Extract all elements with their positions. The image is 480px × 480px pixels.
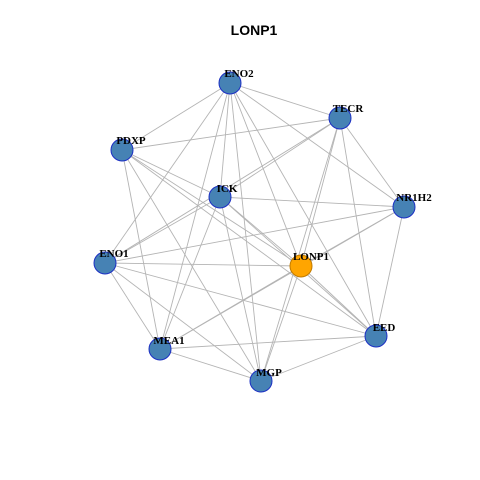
edge-pdxp-lonp1 [121, 149, 302, 267]
node-eno2: ENO2 [218, 68, 254, 95]
edge-tecr-nr1h2 [339, 117, 405, 208]
edge-eno2-eno1 [104, 82, 231, 264]
edge-nr1h2-eed [375, 206, 405, 337]
node-eno1: ENO1 [93, 248, 129, 275]
edge-eno2-eed [229, 82, 377, 337]
edge-pdxp-ick [121, 149, 221, 198]
node-circle [289, 254, 313, 278]
edge-eno2-mea1 [159, 82, 231, 350]
edge-pdxp-mgp [121, 149, 262, 382]
node-label: EED [373, 322, 396, 334]
edge-lonp1-mgp [260, 265, 302, 382]
node-label: ICK [217, 183, 238, 195]
edge-pdxp-mea1 [121, 149, 161, 350]
node-label: ENO1 [99, 248, 128, 260]
edge-tecr-mgp [260, 117, 341, 382]
node-ick: ICK [208, 183, 238, 209]
edge-lonp1-eed [300, 265, 377, 337]
node-tecr: TECR [328, 103, 365, 130]
edge-eno1-mea1 [104, 262, 161, 350]
node-circle [218, 71, 242, 95]
diagram-title: LONP1 [231, 22, 278, 38]
node-label: ENO2 [224, 68, 254, 80]
edge-tecr-lonp1 [300, 117, 341, 267]
node-label: TECR [333, 103, 365, 115]
edge-nr1h2-eno1 [104, 206, 405, 264]
edge-tecr-ick [219, 117, 341, 198]
edge-eno1-eed [104, 262, 377, 337]
edge-pdxp-eed [121, 149, 377, 337]
node-circle [208, 185, 232, 209]
node-label: LONP1 [293, 251, 329, 263]
node-nr1h2: NR1H2 [392, 192, 432, 219]
node-label: MEA1 [153, 335, 184, 347]
node-circle [392, 195, 416, 219]
edge-tecr-pdxp [121, 117, 341, 151]
edge-ick-eno1 [104, 196, 221, 264]
node-circle [93, 251, 117, 275]
edge-mea1-mgp [159, 348, 262, 382]
node-circle [148, 337, 172, 361]
edge-mea1-eed [159, 335, 377, 350]
node-mgp: MGP [249, 367, 282, 393]
node-label: PDXP [116, 135, 146, 147]
edge-eno1-lonp1 [104, 262, 302, 267]
edge-eno2-pdxp [121, 82, 231, 151]
edge-eno2-tecr [229, 82, 341, 119]
edge-eno2-lonp1 [229, 82, 302, 267]
edge-ick-nr1h2 [219, 196, 405, 208]
edge-layer [104, 82, 405, 382]
edge-ick-mea1 [159, 196, 221, 350]
edge-lonp1-mea1 [159, 265, 302, 350]
node-pdxp: PDXP [110, 135, 146, 162]
node-label: NR1H2 [396, 192, 432, 204]
node-label: MGP [256, 367, 282, 379]
edge-eno2-ick [219, 82, 231, 198]
edge-eno2-nr1h2 [229, 82, 405, 208]
edge-ick-mgp [219, 196, 262, 382]
node-mea1: MEA1 [148, 335, 185, 361]
node-circle [249, 369, 273, 393]
node-circle [110, 138, 134, 162]
node-eed: EED [364, 322, 396, 348]
edge-tecr-eed [339, 117, 377, 337]
edge-eno1-mgp [104, 262, 262, 382]
node-lonp1: LONP1 [289, 251, 329, 278]
edge-eno2-mgp [229, 82, 262, 382]
edge-ick-lonp1 [219, 196, 302, 267]
node-circle [364, 324, 388, 348]
node-circle [328, 106, 352, 130]
edge-mgp-eed [260, 335, 377, 382]
